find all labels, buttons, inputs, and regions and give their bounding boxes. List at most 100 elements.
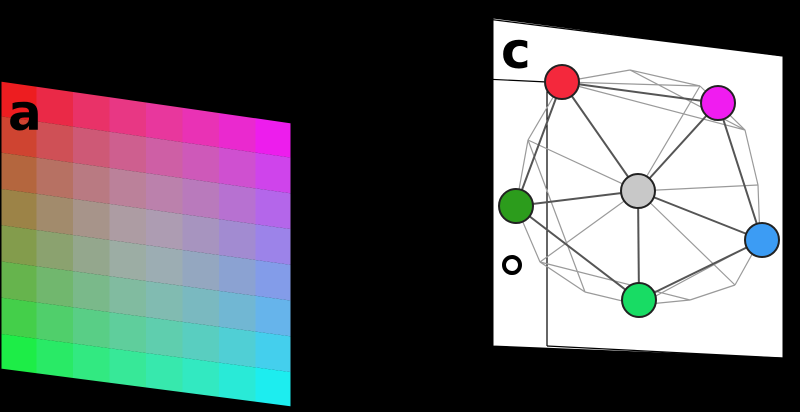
panel-c-frame-top (462, 15, 784, 57)
color-grid-cell (182, 321, 219, 363)
color-grid-cell (219, 362, 256, 404)
color-grid-cell (182, 106, 219, 148)
color-grid-cell (146, 101, 183, 143)
color-grid-cell (255, 152, 292, 194)
graph-node-gray (620, 173, 656, 209)
color-grid-cell (219, 326, 256, 368)
graph-edge (637, 190, 640, 301)
color-grid-cell (146, 317, 183, 358)
mesh-edge (744, 129, 759, 186)
color-grid-cell (0, 225, 37, 267)
color-grid-cell (109, 240, 146, 281)
color-grid-cell (73, 162, 110, 204)
color-grid-cell (73, 198, 110, 240)
color-grid-cell (219, 111, 256, 153)
graph-node-magenta (700, 85, 736, 121)
graph-edge (561, 81, 719, 104)
graph-edge (637, 190, 763, 241)
panel-c: c (460, 15, 784, 359)
mesh-edge (629, 69, 746, 131)
mesh-edge (539, 190, 639, 263)
color-grid-cell (146, 137, 183, 179)
graph-edge (515, 81, 563, 207)
color-grid-cell (255, 224, 292, 265)
color-grid-cell (146, 281, 183, 322)
graph-edge (637, 102, 719, 192)
mesh-edge (539, 261, 586, 293)
color-grid-cell (182, 142, 219, 184)
color-grid-cell (182, 357, 219, 399)
color-grid-cell (36, 266, 73, 308)
color-grid-cell (182, 250, 219, 291)
color-grid-cell (73, 343, 110, 385)
o-marker-upper (460, 118, 480, 138)
color-grid-cell (219, 290, 256, 332)
graph-edge (638, 239, 763, 301)
color-grid-cell (0, 261, 37, 303)
graph-edge (515, 205, 640, 301)
graph-node-dark-green (498, 188, 534, 224)
panel-label-a: a (8, 84, 42, 142)
color-grid-cell (109, 276, 146, 317)
color-grid-cell (146, 245, 183, 286)
color-grid-cell (182, 178, 219, 220)
color-grid-cell (36, 157, 73, 199)
color-grid-cell (255, 188, 292, 230)
color-grid-cell (109, 348, 146, 389)
color-grid-cell (109, 131, 146, 173)
color-grid-cell (255, 295, 292, 337)
color-grid-cell (0, 116, 37, 158)
color-grid-cell (36, 338, 73, 380)
graph-node-blue (744, 222, 780, 258)
color-grid-cell (36, 302, 73, 344)
color-grid-cell (255, 116, 292, 158)
o-marker-lower (502, 255, 522, 275)
color-grid-cell (219, 255, 256, 296)
graph-edge (561, 81, 639, 192)
color-grid-cell (36, 230, 73, 272)
color-grid-cell (255, 367, 292, 408)
color-grid-cell (146, 173, 183, 215)
color-grid-cell (36, 121, 73, 163)
panel-label-c: c (501, 22, 531, 80)
color-grid-cell (109, 312, 146, 353)
color-grid-cell (146, 353, 183, 394)
color-grid-cell (255, 331, 292, 373)
panel-c-frame-bottom (546, 345, 784, 359)
graph-edge (515, 190, 639, 207)
color-grid-cell (0, 80, 37, 122)
color-grid-cell (109, 203, 146, 245)
mesh-edge (637, 190, 736, 286)
color-grid-cell (0, 297, 37, 339)
color-grid-cell (182, 285, 219, 327)
color-grid-cell (219, 219, 256, 260)
mesh-edge (689, 284, 736, 301)
color-grid-cell (36, 193, 73, 235)
panel-a: a (0, 78, 297, 410)
color-grid-cell (0, 152, 37, 194)
graph (498, 64, 780, 318)
color-grid-cell (73, 126, 110, 168)
color-grid-cell (73, 235, 110, 277)
color-grid-cell (182, 214, 219, 255)
mesh-edge (629, 69, 701, 87)
mesh-edge (637, 85, 701, 192)
color-grid-cell (73, 307, 110, 349)
graph-node-red (544, 64, 580, 100)
color-grid-cell (109, 95, 146, 137)
graph-edge (717, 102, 763, 241)
color-grid-border (0, 78, 294, 410)
mesh-edge (637, 184, 759, 192)
mesh-edge (561, 81, 746, 131)
color-grid (0, 80, 292, 408)
color-grid-cell (0, 188, 37, 230)
color-grid-cell (219, 183, 256, 225)
mesh-edge (561, 81, 701, 87)
color-grid-cell (0, 333, 37, 375)
color-grid-cell (255, 260, 292, 301)
color-grid-cell (73, 271, 110, 313)
color-grid-cell (146, 209, 183, 250)
mesh-edge (527, 139, 639, 192)
mesh-edge (527, 139, 586, 293)
